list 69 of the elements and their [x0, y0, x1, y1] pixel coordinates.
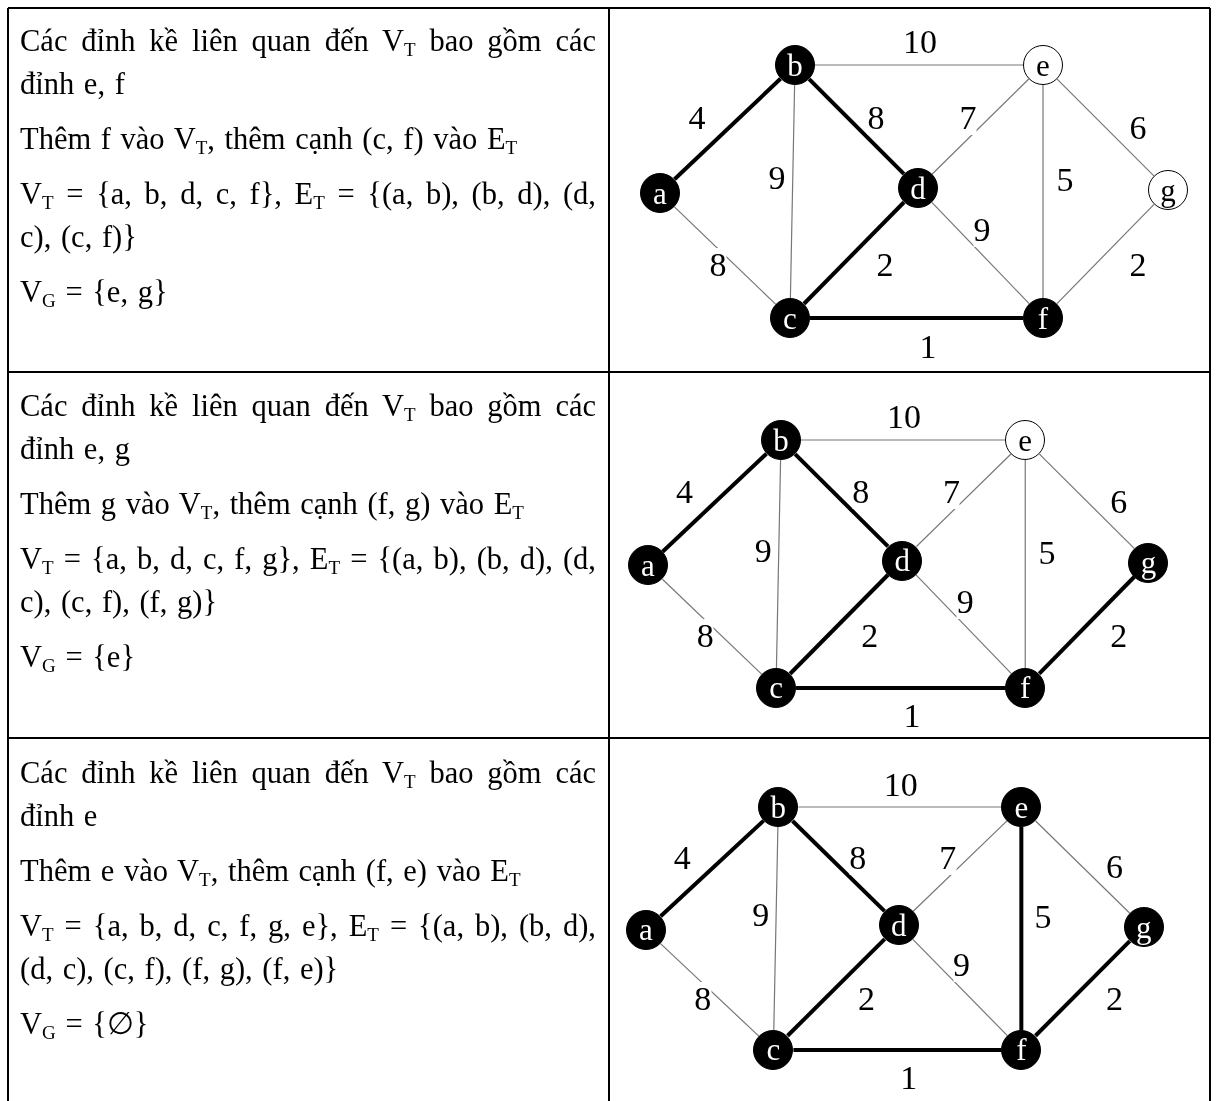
graph-edge [1038, 453, 1135, 549]
vertex-circle: d [898, 168, 938, 208]
graph-edge [915, 453, 1012, 548]
graph-edge [661, 578, 763, 675]
step-description: V$_{T}$ = {a, b, d, c, f, g, e}, E$_{T}$ = {(a, b), (b, d), (d, c), (c, f), (f, g), (f, e)} [20, 908, 596, 988]
tree-edge [1034, 939, 1132, 1038]
graph-edge [775, 459, 782, 669]
vertex-circle: d [882, 540, 923, 581]
step-description: Các đỉnh kề liên quan đến V$_{T}$ bao gồm các đỉnh e, g [20, 388, 596, 468]
tree-edge [1037, 575, 1136, 676]
graph-edge [673, 206, 777, 305]
vertex-circle: e [1023, 45, 1063, 85]
vertex-circle: f [1001, 1029, 1042, 1070]
vertex-circle: b [775, 45, 815, 85]
graph-edge [912, 938, 1008, 1037]
graph-edge [773, 826, 779, 1031]
graph-edge [1042, 84, 1044, 299]
step-description: Các đỉnh kề liên quan đến V$_{T}$ bao gồm các đỉnh e, f [20, 23, 596, 103]
step-description: V$_{G}$ = {e, g} [20, 274, 169, 313]
graph-edge [800, 439, 1006, 441]
graph-edge [1035, 820, 1131, 914]
vertex-circle: b [760, 420, 801, 460]
vertex-circle: e [1005, 420, 1046, 460]
graph-edge [931, 78, 1030, 175]
step-description: Các đỉnh kề liên quan đến V$_{T}$ bao gồm các đỉnh e [20, 755, 596, 835]
graph-edge [1024, 459, 1026, 669]
step-description: V$_{G}$ = {e} [20, 639, 137, 678]
tree-edge [793, 1047, 1002, 1052]
vertex-circle: g [1128, 542, 1169, 583]
vertex-circle: a [640, 173, 680, 213]
vertex-circle: c [770, 298, 810, 338]
graph-edge [814, 64, 1024, 66]
graph-edge [912, 820, 1008, 912]
graph-edge [915, 574, 1012, 675]
vertex-circle: b [758, 787, 799, 827]
vertex-circle: a [626, 909, 666, 950]
step-description: Thêm g vào V$_{T}$, thêm cạnh (f, g) vào E$_{T}$ [20, 486, 525, 525]
vertex-circle: g [1123, 907, 1164, 947]
step-description: V$_{T}$ = {a, b, d, c, f, g}, E$_{T}$ = {(a, b), (b, d), (d, c), (c, f), (f, g)} [20, 541, 596, 621]
step-description: Thêm f vào V$_{T}$, thêm cạnh (c, f) vào E$_{T}$ [20, 121, 519, 160]
tree-edge [796, 685, 1006, 690]
vertex-circle: e [1001, 787, 1042, 827]
graph-edge [797, 806, 1002, 808]
graph-edge [1056, 203, 1155, 305]
vertex-circle: a [628, 545, 668, 586]
tree-edge [810, 316, 1023, 320]
tree-edge [793, 452, 890, 548]
tree-edge [802, 200, 906, 306]
tree-edge [786, 937, 887, 1038]
graph-edge [789, 84, 796, 299]
tree-edge [807, 77, 906, 176]
vertex-circle: f [1023, 298, 1063, 338]
graph-edge [1056, 78, 1155, 177]
vertex-circle: f [1005, 667, 1046, 708]
graph-edge [659, 943, 760, 1037]
vertex-circle: c [753, 1029, 794, 1070]
step-description: Thêm e vào V$_{T}$, thêm cạnh (f, e) vào E$_{T}$ [20, 853, 522, 892]
tree-edge [788, 573, 890, 676]
vertex-circle: c [756, 667, 797, 708]
tree-edge [673, 77, 782, 181]
vertex-circle: d [878, 905, 919, 946]
step-description: V$_{G}$ = {∅} [20, 1006, 150, 1045]
tree-edge [661, 452, 768, 554]
graph-edge [931, 201, 1030, 305]
step-description: V$_{T}$ = {a, b, d, c, f}, E$_{T}$ = {(a, b), (b, d), (d, c), (c, f)} [20, 176, 596, 256]
vertex-circle: g [1148, 170, 1188, 210]
tree-edge [1019, 827, 1024, 1030]
tree-edge [791, 819, 886, 913]
tree-edge [659, 819, 765, 918]
